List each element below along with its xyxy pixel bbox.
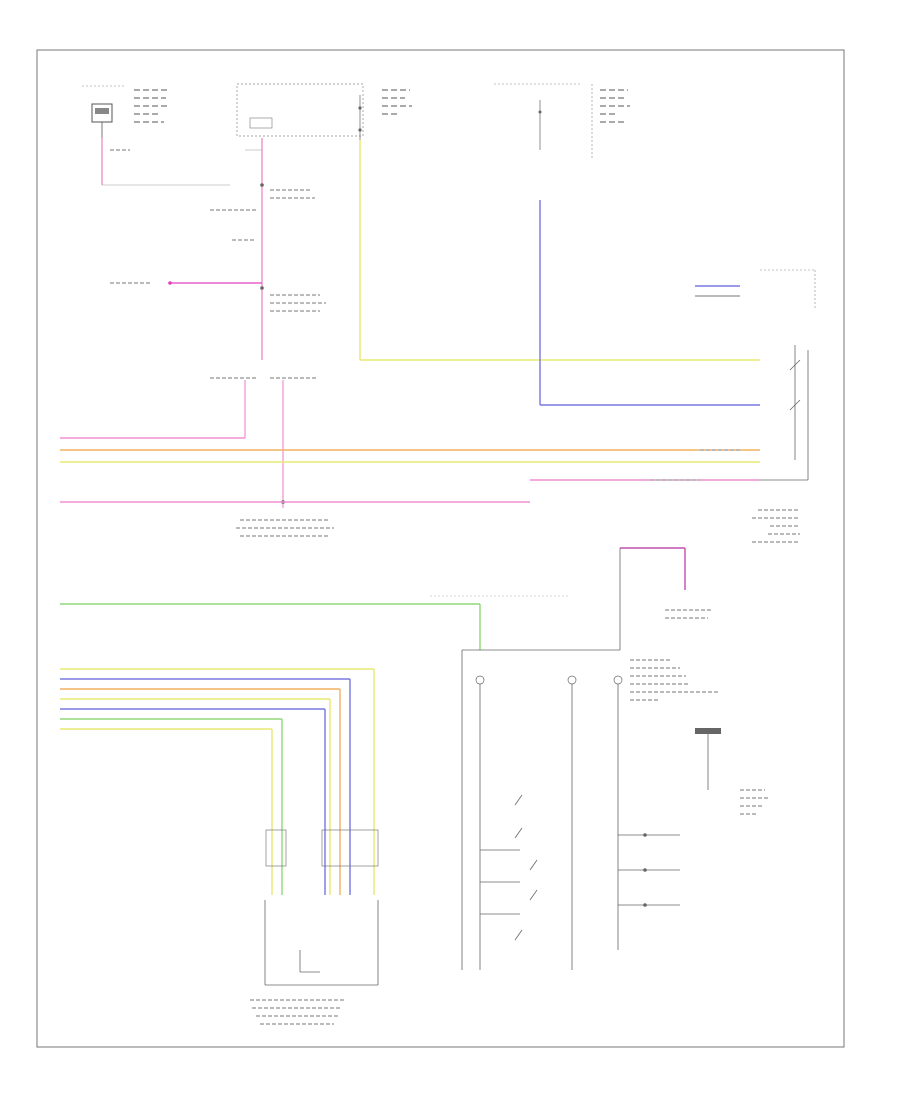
lower-left-bundle	[60, 668, 379, 895]
diagram-frame	[36, 49, 845, 1048]
lower-right-labels	[630, 509, 800, 815]
sensor-component-top-left	[82, 85, 174, 138]
horizontal-bus-middle	[60, 437, 760, 503]
switch-cluster-lower-right	[461, 649, 721, 970]
junction-box-top	[236, 83, 412, 140]
magenta-drop-right	[619, 547, 686, 650]
yellow-violet-runs	[359, 140, 816, 406]
green-run	[60, 595, 570, 650]
switch-module-right	[760, 345, 809, 481]
left-trunk-labels	[110, 149, 334, 537]
steering-sensor-module	[250, 900, 379, 1025]
junction-box-top-right	[494, 83, 630, 160]
pink-trunk-wires	[101, 138, 285, 508]
